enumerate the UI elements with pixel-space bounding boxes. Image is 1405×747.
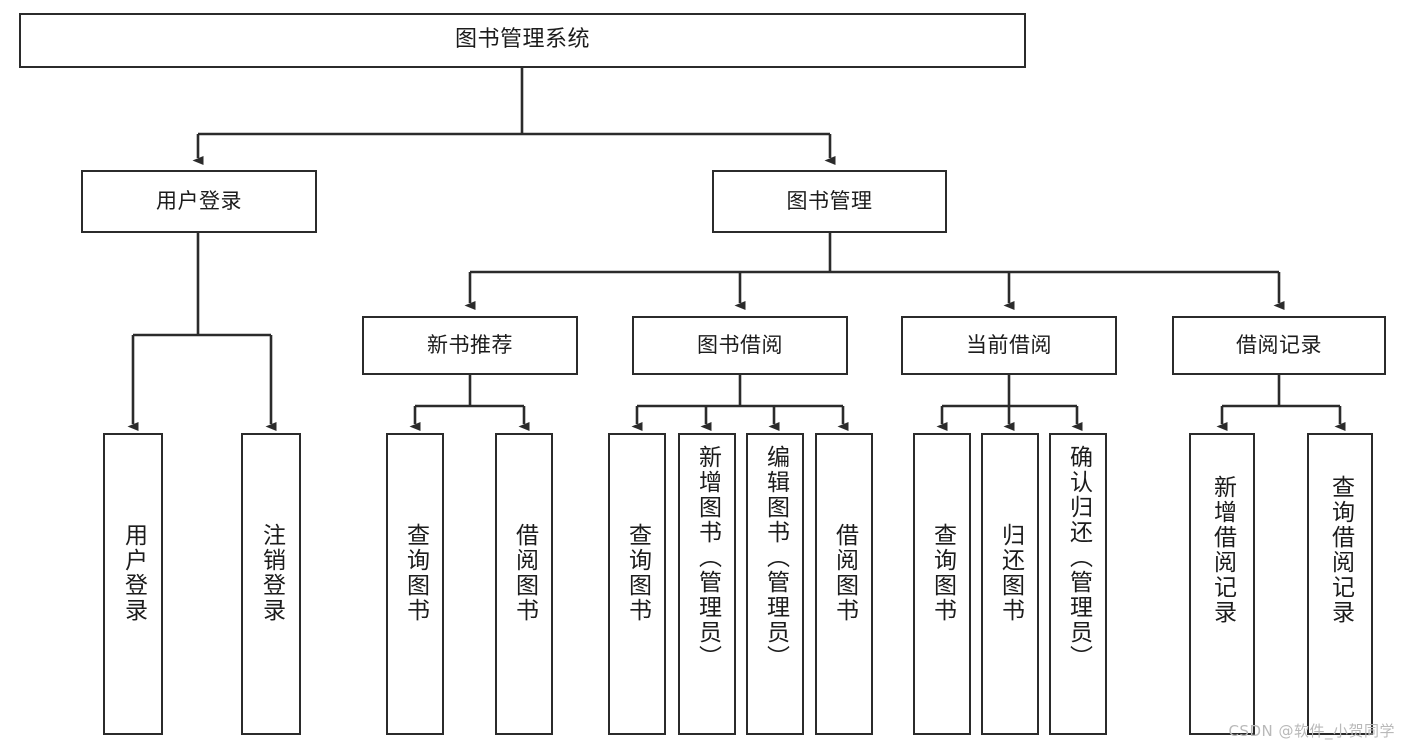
node-leaf-add-borrow-record[interactable]: 新增借阅记录 (1189, 433, 1255, 735)
node-label: 新增借阅记录 (1209, 475, 1236, 625)
node-label: 新增图书（管理员） (694, 445, 721, 670)
node-label: 查询图书 (624, 523, 651, 623)
node-new-book-recommend[interactable]: 新书推荐 (362, 316, 578, 375)
node-label: 借阅记录 (1236, 332, 1322, 357)
node-label: 图书管理 (786, 188, 873, 213)
node-label: 注销登录 (258, 523, 285, 623)
node-leaf-add-book-admin[interactable]: 新增图书（管理员） (678, 433, 736, 735)
node-label: 编辑图书（管理员） (762, 445, 789, 670)
node-leaf-query-book-2[interactable]: 查询图书 (608, 433, 666, 735)
node-label: 用户登录 (156, 188, 242, 213)
node-leaf-borrow-book-1[interactable]: 借阅图书 (495, 433, 553, 735)
node-leaf-query-borrow-record[interactable]: 查询借阅记录 (1307, 433, 1373, 735)
node-label: 新书推荐 (427, 332, 513, 357)
node-label: 图书管理系统 (454, 27, 590, 53)
node-label: 确认归还（管理员） (1065, 445, 1092, 670)
node-leaf-user-login[interactable]: 用户登录 (103, 433, 163, 735)
node-book-manage[interactable]: 图书管理 (712, 170, 947, 233)
node-leaf-edit-book-admin[interactable]: 编辑图书（管理员） (746, 433, 804, 735)
node-leaf-confirm-return-admin[interactable]: 确认归还（管理员） (1049, 433, 1107, 735)
node-leaf-return-book[interactable]: 归还图书 (981, 433, 1039, 735)
node-current-borrow[interactable]: 当前借阅 (901, 316, 1117, 375)
node-user-login[interactable]: 用户登录 (81, 170, 317, 233)
node-label: 用户登录 (120, 523, 147, 623)
node-label: 图书借阅 (697, 332, 783, 357)
node-root-system[interactable]: 图书管理系统 (19, 13, 1026, 68)
node-borrow-record[interactable]: 借阅记录 (1172, 316, 1386, 375)
watermark-text: CSDN @软件_小贺同学 (1228, 722, 1395, 740)
node-leaf-query-book-3[interactable]: 查询图书 (913, 433, 971, 735)
node-label: 借阅图书 (831, 523, 858, 623)
node-leaf-logout[interactable]: 注销登录 (241, 433, 301, 735)
node-label: 当前借阅 (966, 332, 1052, 357)
node-label: 查询借阅记录 (1327, 475, 1354, 625)
node-book-borrow[interactable]: 图书借阅 (632, 316, 848, 375)
node-leaf-query-book-1[interactable]: 查询图书 (386, 433, 444, 735)
node-label: 查询图书 (402, 523, 429, 623)
node-label: 借阅图书 (511, 523, 538, 623)
node-label: 查询图书 (929, 523, 956, 623)
node-leaf-borrow-book-2[interactable]: 借阅图书 (815, 433, 873, 735)
node-label: 归还图书 (997, 523, 1024, 623)
